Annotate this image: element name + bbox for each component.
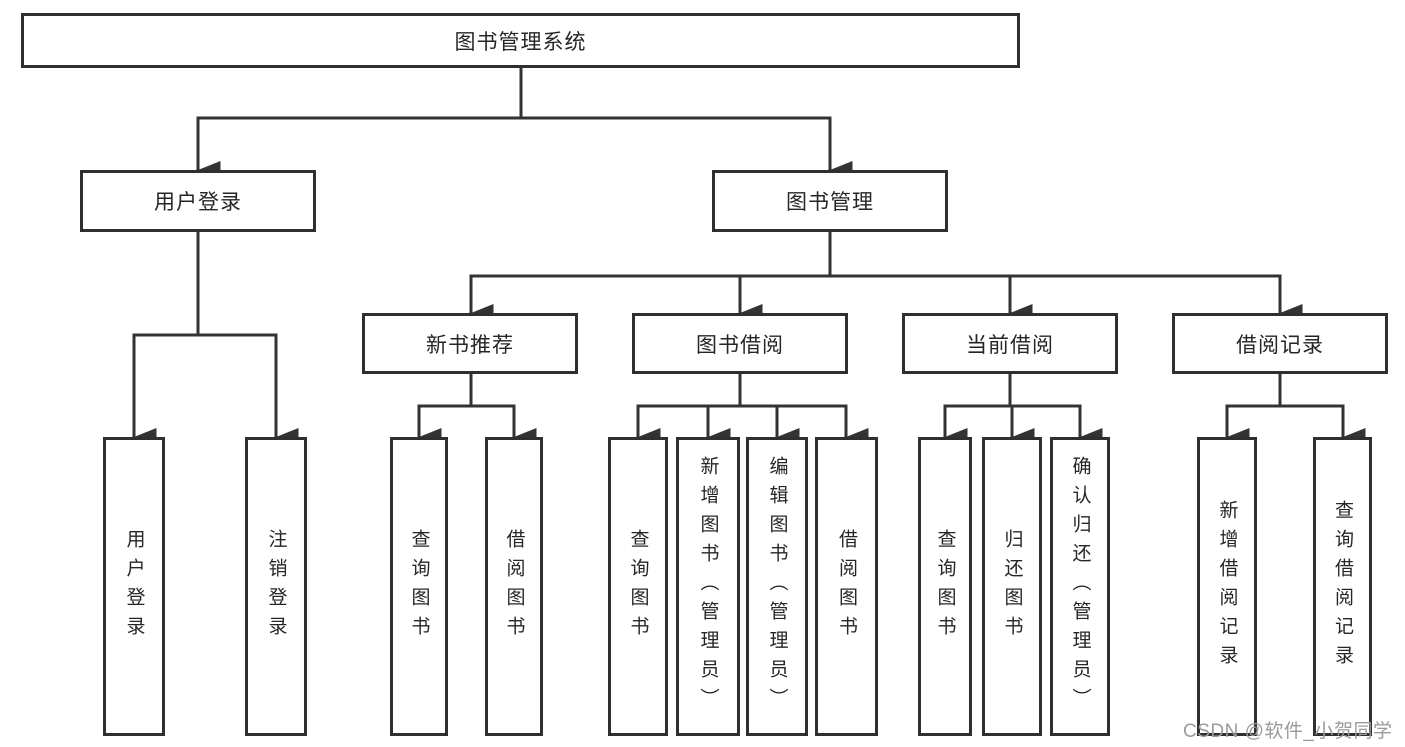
node-label: 图书管理 bbox=[786, 191, 874, 214]
csdn-watermark: CSDN @软件_小贺同学 bbox=[1183, 721, 1393, 742]
leaf-query-books: 查询图书 bbox=[608, 437, 668, 736]
node-library-management-system: 图书管理系统 bbox=[21, 13, 1020, 68]
node-label: 借阅图书 bbox=[503, 528, 525, 645]
node-label: 用户登录 bbox=[123, 528, 145, 645]
node-label: 新书推荐 bbox=[426, 333, 514, 357]
leaf-edit-books-admin: 编辑图书（管理员） bbox=[746, 437, 808, 736]
node-user-login: 用户登录 bbox=[80, 170, 316, 232]
leaf-query-borrow-record: 查询借阅记录 bbox=[1313, 437, 1372, 736]
node-label: 编辑图书（管理员） bbox=[766, 456, 788, 717]
node-borrow-records: 借阅记录 bbox=[1172, 313, 1388, 374]
node-book-management: 图书管理 bbox=[712, 170, 948, 232]
node-label: 新增借阅记录 bbox=[1216, 499, 1238, 674]
leaf-user-login: 用户登录 bbox=[103, 437, 165, 736]
leaf-confirm-return-admin: 确认归还（管理员） bbox=[1050, 437, 1110, 736]
node-label: 新增图书（管理员） bbox=[697, 456, 719, 717]
node-label: 图书管理系统 bbox=[454, 30, 587, 54]
node-label: 当前借阅 bbox=[966, 333, 1054, 357]
leaf-add-books-admin: 新增图书（管理员） bbox=[676, 437, 740, 736]
leaf-logout: 注销登录 bbox=[245, 437, 307, 736]
node-label: 归还图书 bbox=[1001, 528, 1023, 645]
node-new-book-recommend: 新书推荐 bbox=[362, 313, 578, 374]
node-label: 用户登录 bbox=[154, 191, 242, 214]
leaf-borrow-books: 借阅图书 bbox=[485, 437, 543, 736]
node-label: 借阅记录 bbox=[1236, 333, 1324, 357]
node-label: 查询图书 bbox=[408, 528, 430, 645]
leaf-query-books: 查询图书 bbox=[390, 437, 448, 736]
node-book-borrow: 图书借阅 bbox=[632, 313, 848, 374]
node-current-borrow: 当前借阅 bbox=[902, 313, 1118, 374]
node-label: 借阅图书 bbox=[836, 528, 857, 645]
node-label: 查询图书 bbox=[934, 528, 956, 645]
leaf-add-borrow-record: 新增借阅记录 bbox=[1197, 437, 1257, 736]
node-label: 查询图书 bbox=[627, 528, 649, 645]
leaf-query-books: 查询图书 bbox=[918, 437, 972, 736]
leaf-return-books: 归还图书 bbox=[982, 437, 1042, 736]
node-label: 查询借阅记录 bbox=[1332, 499, 1353, 674]
node-label: 注销登录 bbox=[265, 528, 287, 645]
node-label: 确认归还（管理员） bbox=[1069, 456, 1091, 717]
leaf-borrow-books: 借阅图书 bbox=[815, 437, 878, 736]
node-label: 图书借阅 bbox=[696, 333, 784, 357]
